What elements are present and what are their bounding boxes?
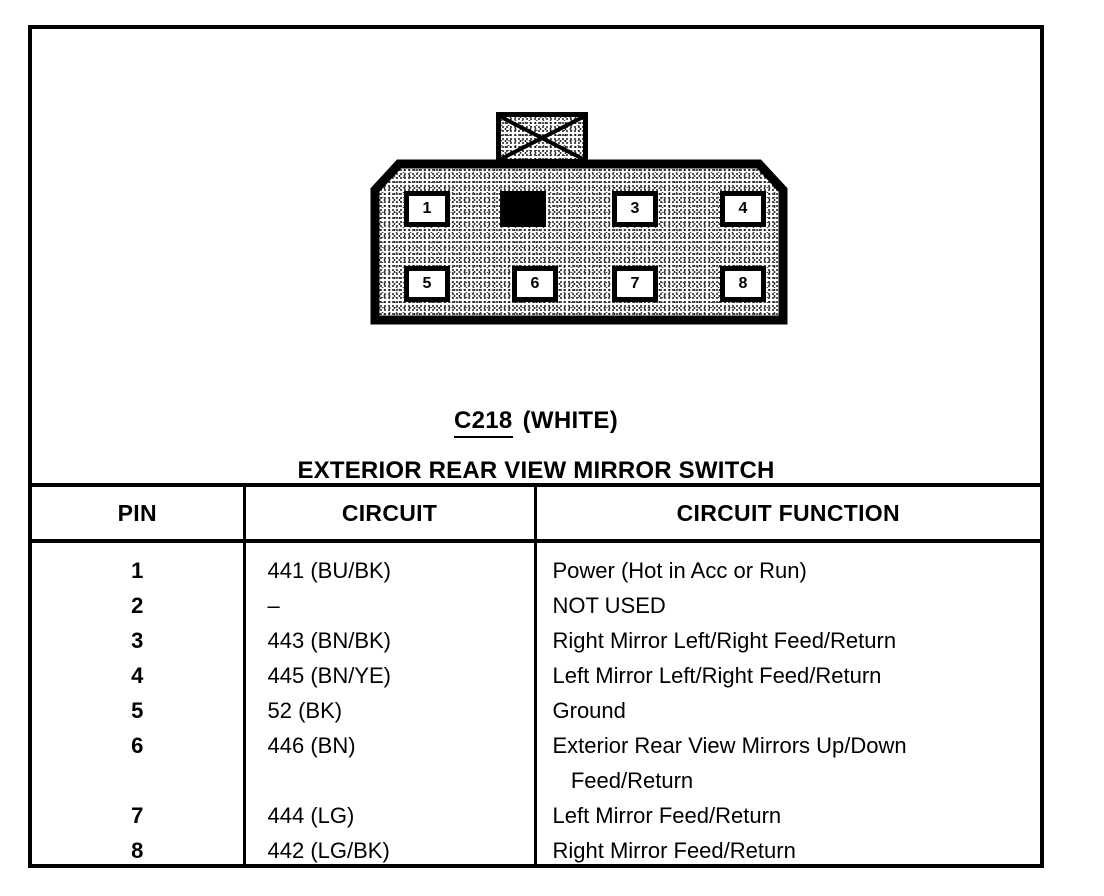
circuit-function-list: Power (Hot in Acc or Run) NOT USED Right… (553, 553, 1041, 868)
circuit-value: 445 (BN/YE) (267, 663, 392, 688)
pin-number: 3 (131, 628, 144, 653)
pin-cavity-3[interactable]: 3 (612, 191, 658, 227)
pin-cavity-4[interactable]: 4 (720, 191, 766, 227)
pin-cavity-8[interactable]: 8 (720, 266, 766, 302)
circuit-function-column: Power (Hot in Acc or Run) NOT USED Right… (535, 541, 1040, 868)
tab-cross-icon (501, 117, 583, 159)
circuit-function: Right Mirror Left/Right Feed/Return (552, 628, 897, 653)
connector-illustration: 1 3 4 5 6 7 8 C218 (WHITE) EXTERIOR REAR … (32, 29, 1040, 485)
keying-tab (496, 112, 588, 164)
column-header-pin: PIN (32, 487, 246, 543)
connector-body-texture (375, 164, 783, 320)
circuit-value: – (267, 593, 280, 618)
circuit-value: 441 (BU/BK) (267, 558, 392, 583)
connector-color: (WHITE) (522, 407, 618, 434)
pin-number: 2 (131, 593, 144, 618)
circuit-value: 442 (LG/BK) (267, 838, 390, 863)
pin-cavity-6[interactable]: 6 (512, 266, 558, 302)
circuit-function: Power (Hot in Acc or Run) (552, 558, 807, 583)
pin-number: 6 (131, 733, 144, 758)
pin-number: 4 (131, 663, 144, 688)
circuit-value: 444 (LG) (267, 803, 355, 828)
connector-caption: C218 (WHITE) EXTERIOR REAR VIEW MIRROR SW… (32, 407, 1040, 485)
pin-number: 8 (131, 838, 144, 863)
diagram-page-frame: 1 3 4 5 6 7 8 C218 (WHITE) EXTERIOR REAR … (28, 25, 1044, 868)
circuit-function: NOT USED (552, 593, 666, 618)
circuit-function: Ground (552, 698, 626, 723)
circuit-function: Exterior Rear View Mirrors Up/Down Feed/… (552, 733, 907, 793)
pin-number: 5 (131, 698, 144, 723)
pin-cavity-5[interactable]: 5 (404, 266, 450, 302)
pinout-table: PIN CIRCUIT CIRCUIT FUNCTION 1 2 3 4 5 6… (32, 483, 1040, 868)
pin-number: 1 (131, 558, 144, 583)
connector-body-outline (370, 159, 788, 325)
circuit-function: Left Mirror Feed/Return (552, 803, 782, 828)
pin-cavity-7[interactable]: 7 (612, 266, 658, 302)
pin-number-list: 1 2 3 4 5 6 7 8 (32, 553, 243, 868)
pin-number-spacer (32, 763, 243, 798)
circuit-value: 446 (BN) (267, 733, 356, 758)
circuit-function: Left Mirror Left/Right Feed/Return (552, 663, 882, 688)
component-name: EXTERIOR REAR VIEW MIRROR SWITCH (297, 457, 775, 484)
circuit-list: 441 (BU/BK) – 443 (BN/BK) 445 (BN/YE) 52… (268, 553, 534, 868)
circuit-value: 443 (BN/BK) (267, 628, 392, 653)
circuit-column: 441 (BU/BK) – 443 (BN/BK) 445 (BN/YE) 52… (244, 541, 537, 868)
circuit-value-spacer (268, 763, 534, 798)
connector-code: C218 (454, 407, 513, 438)
circuit-function: Right Mirror Feed/Return (552, 838, 796, 863)
circuit-value: 52 (BK) (267, 698, 343, 723)
table-body-row: 1 2 3 4 5 6 7 8 441 (BU/BK) – (32, 541, 1040, 868)
pin-cavity-1[interactable]: 1 (404, 191, 450, 227)
column-header-circuit: CIRCUIT (244, 487, 537, 543)
table-header-row: PIN CIRCUIT CIRCUIT FUNCTION (32, 487, 1040, 543)
connector-body: 1 3 4 5 6 7 8 (369, 158, 789, 326)
column-header-circuit-function: CIRCUIT FUNCTION (535, 487, 1040, 543)
pin-column: 1 2 3 4 5 6 7 8 (32, 541, 246, 868)
pin-cavity-2[interactable] (500, 191, 546, 227)
pin-number: 7 (131, 803, 144, 828)
connector-id-line: C218 (WHITE) (32, 407, 1040, 438)
